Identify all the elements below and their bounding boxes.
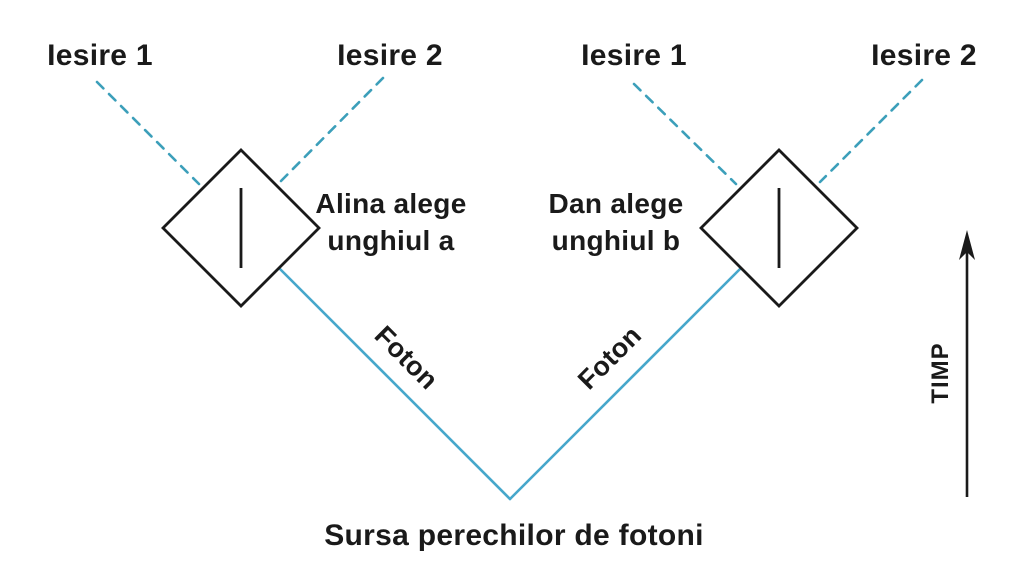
dan-chooser-line2: unghiul b [551, 225, 681, 256]
photon-source-label: Sursa perechilor de fotoni [324, 519, 704, 552]
right-output2-label: Iesire 2 [871, 39, 977, 72]
dan-chooser-caption: Dan alege unghiul b [549, 185, 684, 259]
right-output1-label: Iesire 1 [581, 39, 687, 72]
dan-chooser-line1: Dan alege [548, 188, 684, 219]
left-output1-label: Iesire 1 [47, 39, 153, 72]
photon-line-left [277, 266, 512, 501]
time-axis-label: TIMP [927, 342, 954, 404]
right-output1-dashed-line [632, 82, 738, 186]
alina-chooser-line1: Alina alege [315, 188, 467, 219]
photon-line-right [508, 266, 743, 501]
left-output2-label: Iesire 2 [337, 39, 443, 72]
time-arrow-head-icon [959, 230, 975, 260]
left-output1-dashed-line [95, 80, 201, 186]
alina-chooser-line2: unghiul a [327, 225, 455, 256]
left-output2-dashed-line [279, 76, 385, 183]
alina-chooser-caption: Alina alege unghiul a [315, 185, 466, 259]
right-output2-dashed-line [818, 78, 924, 184]
